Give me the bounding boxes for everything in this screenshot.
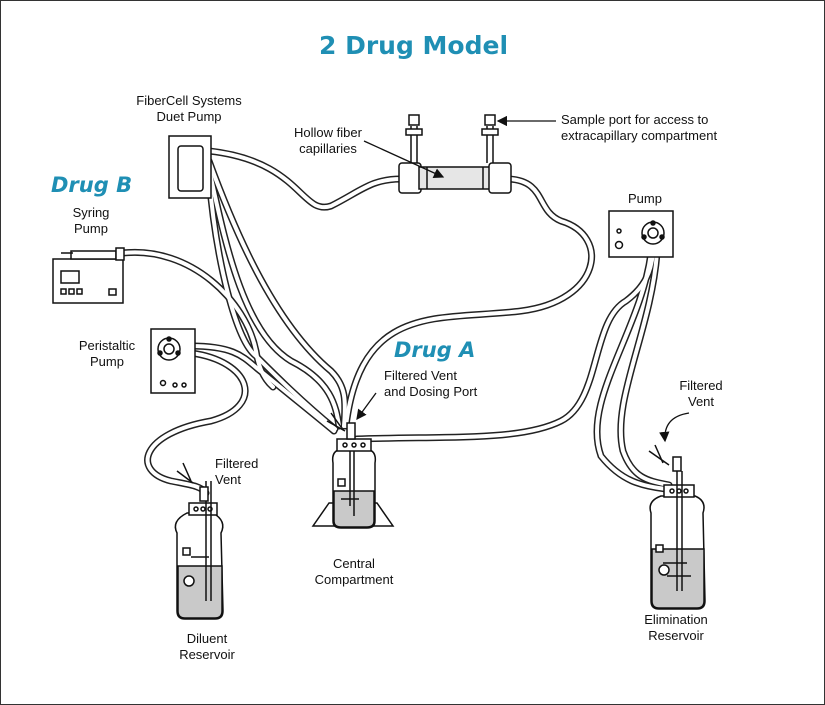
drug-b-label: Drug B	[51, 173, 133, 197]
hollow-fiber-cartridge	[398, 114, 512, 194]
sample-port-label: Sample port for access to extracapillary…	[561, 112, 717, 144]
diluent-reservoir-bottle	[174, 462, 224, 620]
peristaltic-label-line1: Peristaltic	[78, 338, 136, 353]
right-pump-device	[608, 210, 674, 258]
fibercell-label-line1: FiberCell Systems	[136, 93, 242, 108]
central-compartment-label: Central Compartment	[299, 556, 409, 588]
diluent-vent-label: Filtered Vent	[215, 456, 258, 488]
vent-dosing-line2: and Dosing Port	[384, 384, 478, 399]
diluent-label-line2: Reservoir	[179, 647, 235, 662]
hollow-label-line2: capillaries	[299, 141, 357, 156]
central-label-line1: Central	[333, 556, 375, 571]
central-compartment-bottle	[311, 412, 395, 529]
vent-right-line2: Vent	[687, 394, 715, 409]
diluent-label-line1: Diluent	[186, 631, 228, 646]
vent-left-line1: Filtered	[215, 456, 259, 471]
vent-dosing-line1: Filtered Vent	[384, 368, 457, 383]
syringe-pump-label: Syring Pump	[61, 205, 121, 237]
elimination-vent-label: Filtered Vent	[661, 378, 741, 410]
syringe-label-line1: Syring	[72, 205, 110, 220]
fibercell-pump-label: FiberCell Systems Duet Pump	[119, 93, 259, 125]
vent-left-line2: Vent	[215, 472, 242, 487]
vent-dosing-label: Filtered Vent and Dosing Port	[384, 368, 477, 400]
pointer-arrows	[356, 115, 690, 443]
sample-label-line2: extracapillary compartment	[561, 128, 718, 143]
elimination-reservoir-bottle	[648, 444, 706, 610]
syringe-label-line2: Pump	[74, 221, 108, 236]
hollow-label-line1: Hollow fiber	[294, 125, 362, 140]
peristaltic-pump-device	[150, 328, 196, 394]
elimination-label-line1: Elimination	[644, 612, 708, 627]
duet-pump-device	[168, 135, 212, 199]
elimination-label-line2: Reservoir	[648, 628, 704, 643]
tubing-network	[119, 147, 673, 497]
diagram-title: 2 Drug Model	[318, 31, 509, 60]
right-pump-label: Pump	[628, 191, 662, 206]
hollow-fiber-label: Hollow fiber capillaries	[273, 125, 383, 157]
sample-label-line1: Sample port for access to	[561, 112, 709, 127]
vent-right-line1: Filtered	[679, 378, 723, 393]
fibercell-label-line2: Duet Pump	[156, 109, 222, 124]
peristaltic-pump-label: Peristaltic Pump	[67, 338, 147, 370]
syringe-pump-device	[52, 247, 125, 304]
elimination-reservoir-label: Elimination Reservoir	[626, 612, 726, 644]
drug-a-label: Drug A	[394, 338, 476, 362]
diluent-reservoir-label: Diluent Reservoir	[157, 631, 257, 663]
central-label-line2: Compartment	[314, 572, 394, 587]
peristaltic-label-line2: Pump	[90, 354, 124, 369]
